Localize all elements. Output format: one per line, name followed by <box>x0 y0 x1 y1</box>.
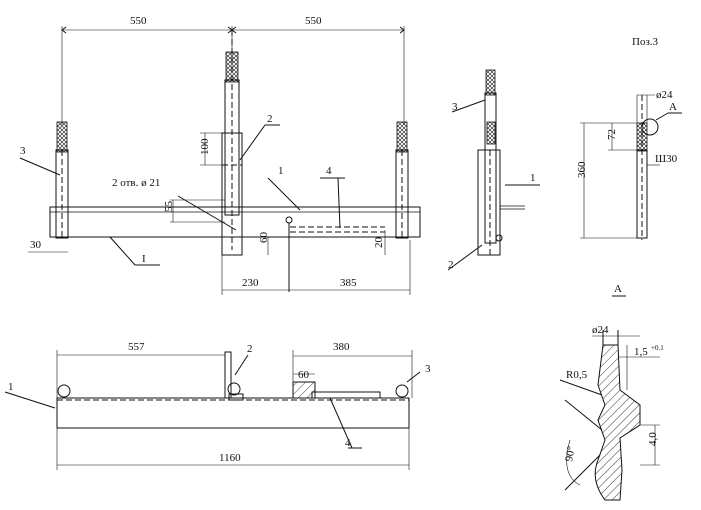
dim-72: 72 <box>606 129 618 140</box>
callout-1-plan: 1 <box>278 165 284 177</box>
pos-3-view: Поз.3 360 72 ø24 А Ш30 <box>576 36 682 240</box>
detail-a-title: А <box>614 283 622 295</box>
thread-label: Ш30 <box>655 153 678 165</box>
dim-550-left: 550 <box>130 15 147 27</box>
pos-3-title: Поз.3 <box>632 36 659 48</box>
callout-3-side: 3 <box>452 101 458 113</box>
dim-557: 557 <box>128 341 145 353</box>
dim-40: 4,0 <box>647 432 659 446</box>
callout-3-plan: 3 <box>20 145 26 157</box>
dim-15-sup: +0.1 <box>651 344 664 352</box>
dim-55: 55 <box>163 201 175 213</box>
section-i-label: I <box>142 253 146 265</box>
dim-550-right: 550 <box>305 15 322 27</box>
dim-60-top: 60 <box>258 232 270 244</box>
dim-d24-top: ø24 <box>656 89 673 101</box>
dim-d24-detail: ø24 <box>592 324 609 336</box>
callout-2-plan: 2 <box>267 113 273 125</box>
dim-230: 230 <box>242 277 259 289</box>
dim-360: 360 <box>576 161 588 178</box>
callout-4-plan: 4 <box>326 165 332 177</box>
front-view: 557 380 60 1160 1 2 3 4 <box>4 341 431 470</box>
dim-1160: 1160 <box>219 452 241 464</box>
callout-1-front: 1 <box>8 381 14 393</box>
dim-30: 30 <box>30 239 42 251</box>
callout-1-side: 1 <box>530 172 536 184</box>
dim-r05: R0,5 <box>566 369 588 381</box>
detail-a: А ø24 1,5 +0.1 R0,5 90° 4,0 <box>559 283 664 501</box>
callout-2-front: 2 <box>247 343 253 355</box>
dim-380: 380 <box>333 341 350 353</box>
callout-4-front: 4 <box>345 437 351 449</box>
callout-2-side: 2 <box>448 259 454 271</box>
detail-a-mark: А <box>669 101 677 113</box>
dim-60-front: 60 <box>298 369 310 381</box>
dim-100: 100 <box>199 138 211 155</box>
side-view: 3 1 2 <box>447 69 540 271</box>
plan-view: 550 550 100 55 <box>19 15 421 295</box>
dim-15-base: 1,5 <box>634 346 648 358</box>
callout-3-front: 3 <box>425 363 431 375</box>
dim-90: 90° <box>563 445 577 462</box>
dim-385: 385 <box>340 277 357 289</box>
dim-20: 20 <box>373 237 385 249</box>
holes-label: 2 отв. ø 21 <box>112 177 160 189</box>
